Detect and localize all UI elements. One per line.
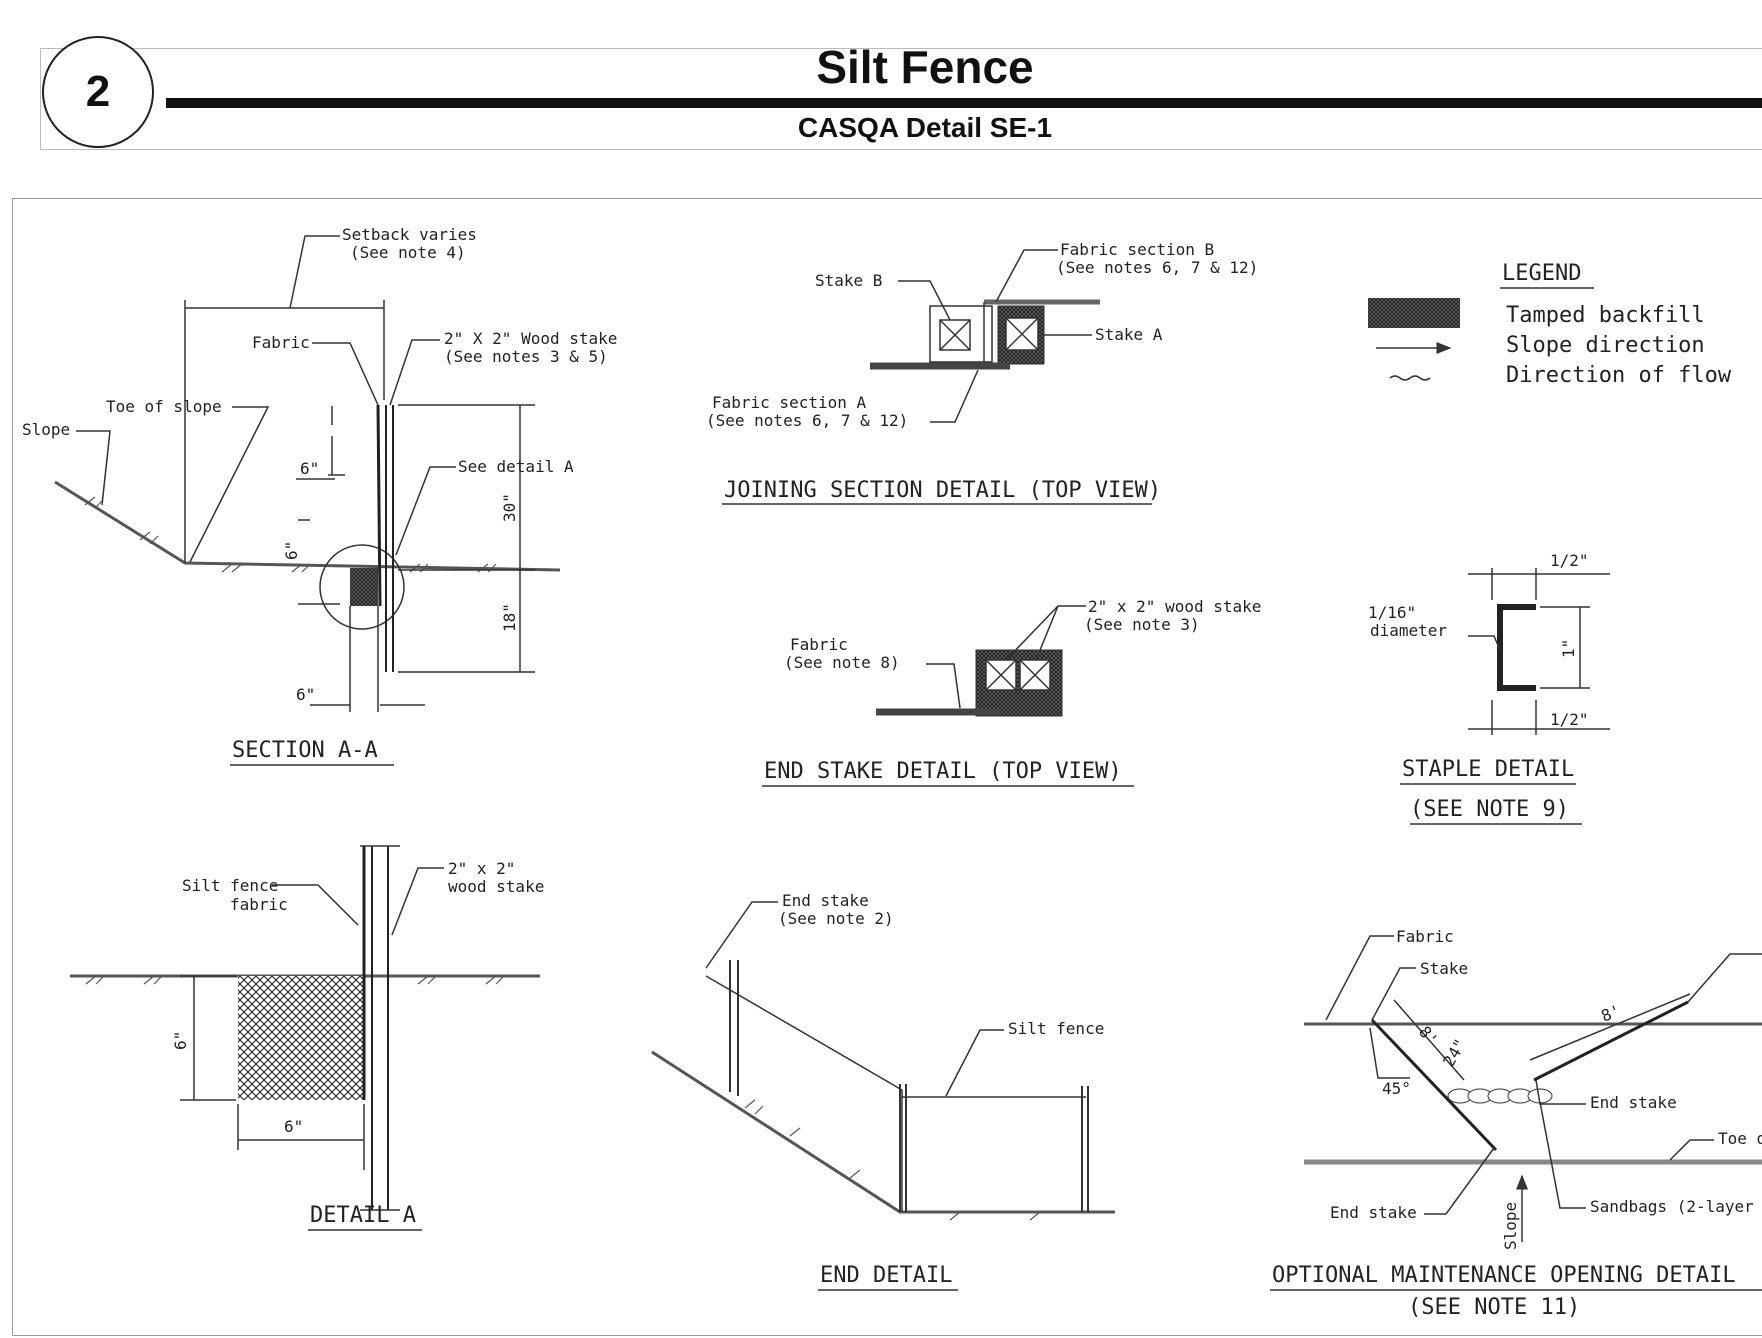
svg-text:1/2": 1/2" <box>1550 710 1589 729</box>
section-a-a-caption: SECTION A-A <box>232 738 378 763</box>
header-frame <box>40 48 1762 150</box>
svg-text:diameter: diameter <box>1370 621 1447 640</box>
svg-text:(See notes 6, 7 & 12): (See notes 6, 7 & 12) <box>706 411 908 430</box>
svg-text:wood stake: wood stake <box>448 877 544 896</box>
detail-a-caption: DETAIL A <box>310 1203 416 1228</box>
svg-text:(See note 2): (See note 2) <box>778 909 894 928</box>
toe-label: Toe o <box>1718 1129 1762 1148</box>
slope-label: Slope <box>22 420 70 439</box>
fabric-label: Fabric <box>790 635 848 654</box>
svg-text:(See note 3): (See note 3) <box>1084 615 1200 634</box>
wood-stake <box>371 846 389 1210</box>
joining-caption: JOINING SECTION DETAIL (TOP VIEW) <box>724 478 1161 503</box>
stake-label: 2" X 2" Wood stake <box>444 329 617 348</box>
end-stake-detail: 2" x 2" wood stake (See note 3) Fabric (… <box>762 597 1261 787</box>
sandbags <box>1447 1088 1553 1104</box>
fabric-label: Fabric <box>1396 927 1454 946</box>
svg-text:6": 6" <box>284 1117 303 1136</box>
maintenance-opening-detail: Fabric Stake 8' 24" 45° 8' End stake Toe… <box>1270 927 1762 1320</box>
fabric-label: Fabric <box>252 333 310 352</box>
end-stake-right-label: End stake <box>1590 1093 1677 1112</box>
see-detail-label: See detail A <box>458 457 574 476</box>
end-stake <box>729 960 739 1096</box>
page-subtitle: CASQA Detail SE-1 <box>797 112 1053 143</box>
wood-stake-label: 2" x 2" <box>448 859 515 878</box>
staple-shape <box>1497 604 1536 691</box>
detail-a: Silt fence fabric 2" x 2" wood stake 6" … <box>70 845 544 1231</box>
svg-text:6": 6" <box>282 541 301 560</box>
drawing-frame <box>12 198 1762 1336</box>
svg-text:8': 8' <box>1598 1001 1623 1026</box>
hatched-swatch-icon <box>1368 298 1460 328</box>
stake-a-label: Stake A <box>1095 325 1163 344</box>
setback-dimension <box>184 300 385 563</box>
setback-label: Setback varies <box>342 225 477 244</box>
svg-text:6": 6" <box>296 685 315 704</box>
joining-section-detail: Stake B Fabric section B (See notes 6, 7… <box>706 240 1258 505</box>
fabric-a-label: Fabric section A <box>712 393 866 412</box>
ground-line <box>54 480 561 572</box>
stake-label: Stake <box>1420 959 1468 978</box>
ground-line <box>651 1050 1115 1214</box>
slope-label: Slope <box>1501 1202 1520 1250</box>
sandbags-label: Sandbags (2-layer <box>1590 1197 1754 1216</box>
svg-text:18": 18" <box>500 603 519 632</box>
toe-of-slope-label: Toe of slope <box>106 397 222 416</box>
maintenance-caption: OPTIONAL MAINTENANCE OPENING DETAIL <box>1272 1263 1736 1288</box>
svg-text:24": 24" <box>1439 1035 1470 1070</box>
ground-hatch-marks <box>84 496 497 573</box>
fabric-b-label: Fabric section B <box>1060 240 1214 259</box>
legend-item-2: Direction of flow <box>1506 363 1732 388</box>
end-stake-caption: END STAKE DETAIL (TOP VIEW) <box>764 759 1122 784</box>
tamped-backfill <box>350 568 378 606</box>
svg-text:1/2": 1/2" <box>1550 551 1589 570</box>
fence-right <box>1533 1000 1689 1082</box>
svg-text:1": 1" <box>1559 639 1578 658</box>
detail-a-circle <box>319 544 405 630</box>
svg-text:(See notes 3 & 5): (See notes 3 & 5) <box>444 347 608 366</box>
svg-text:(See note 4): (See note 4) <box>350 243 466 262</box>
end-detail-caption: END DETAIL <box>820 1263 952 1288</box>
wavy-arrow-icon <box>1389 375 1431 381</box>
silt-fence-label: Silt fence <box>1008 1019 1104 1038</box>
svg-text:(See note 8): (See note 8) <box>784 653 900 672</box>
legend-item-1: Slope direction <box>1506 333 1705 358</box>
staple-detail: 1/2" 1" 1/2" 1/16" diameter STAPLE DETAI… <box>1368 551 1610 825</box>
svg-text:(SEE NOTE 9): (SEE NOTE 9) <box>1410 797 1569 822</box>
svg-text:30": 30" <box>500 493 519 522</box>
tamped-backfill <box>238 976 364 1100</box>
silt-fence-outline <box>705 975 903 1212</box>
legend: LEGEND Tamped backfill Slope direction D… <box>1368 261 1732 388</box>
svg-text:6": 6" <box>300 459 319 478</box>
diameter-label: 1/16" <box>1368 603 1416 622</box>
fence-left <box>1370 1018 1498 1152</box>
svg-text:fabric: fabric <box>230 895 288 914</box>
page-title: Silt Fence <box>816 41 1034 93</box>
end-detail: End stake (See note 2) Silt fence END DE… <box>651 891 1115 1291</box>
end-stake-label: End stake <box>782 891 869 910</box>
sheet-number: 2 <box>42 36 154 148</box>
legend-item-0: Tamped backfill <box>1506 303 1705 328</box>
svg-text:(SEE NOTE 11): (SEE NOTE 11) <box>1408 1295 1580 1320</box>
legend-heading: LEGEND <box>1502 261 1581 286</box>
section-a-a: Setback varies (See note 4) Fabric 2" X … <box>22 225 617 766</box>
title-rule <box>166 98 1762 108</box>
silt-fence-label: Silt fence <box>182 876 278 895</box>
staple-caption: STAPLE DETAIL <box>1402 757 1574 782</box>
stake-b-label: Stake B <box>815 271 882 290</box>
svg-text:6": 6" <box>171 1031 190 1050</box>
fabric-line <box>376 404 382 607</box>
svg-text:8': 8' <box>1415 1022 1442 1049</box>
wood-stake-label: 2" x 2" wood stake <box>1088 597 1261 616</box>
svg-text:45°: 45° <box>1382 1079 1411 1098</box>
svg-text:(See notes 6, 7 & 12): (See notes 6, 7 & 12) <box>1056 258 1258 277</box>
end-stake-left-label: End stake <box>1330 1203 1417 1222</box>
